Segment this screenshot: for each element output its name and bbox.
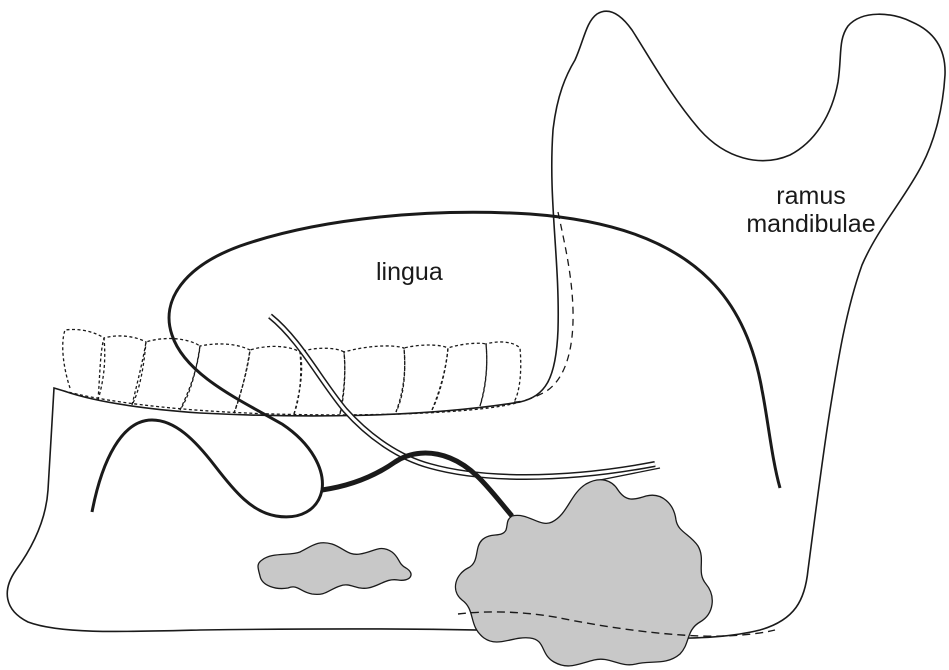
- sublingual-gland: [258, 543, 411, 595]
- tooth-7: [340, 346, 405, 414]
- ramus-label-line1: ramus: [746, 182, 876, 210]
- lingual-nerve-inner: [270, 316, 655, 477]
- tooth-4: [180, 344, 250, 413]
- lingua-label: lingua: [376, 258, 443, 286]
- tooth-2: [98, 336, 146, 405]
- mandible-outline: [7, 11, 945, 638]
- tooth-8: [396, 345, 448, 412]
- ramus-hidden-edge: [514, 212, 573, 402]
- ramus-mandibulae-label: ramus mandibulae: [746, 182, 876, 238]
- lingual-nerve-outer: [270, 316, 655, 477]
- submandibular-gland: [455, 480, 712, 666]
- tooth-9: [432, 343, 487, 410]
- ramus-label-line2: mandibulae: [746, 210, 876, 238]
- tooth-1: [63, 329, 105, 400]
